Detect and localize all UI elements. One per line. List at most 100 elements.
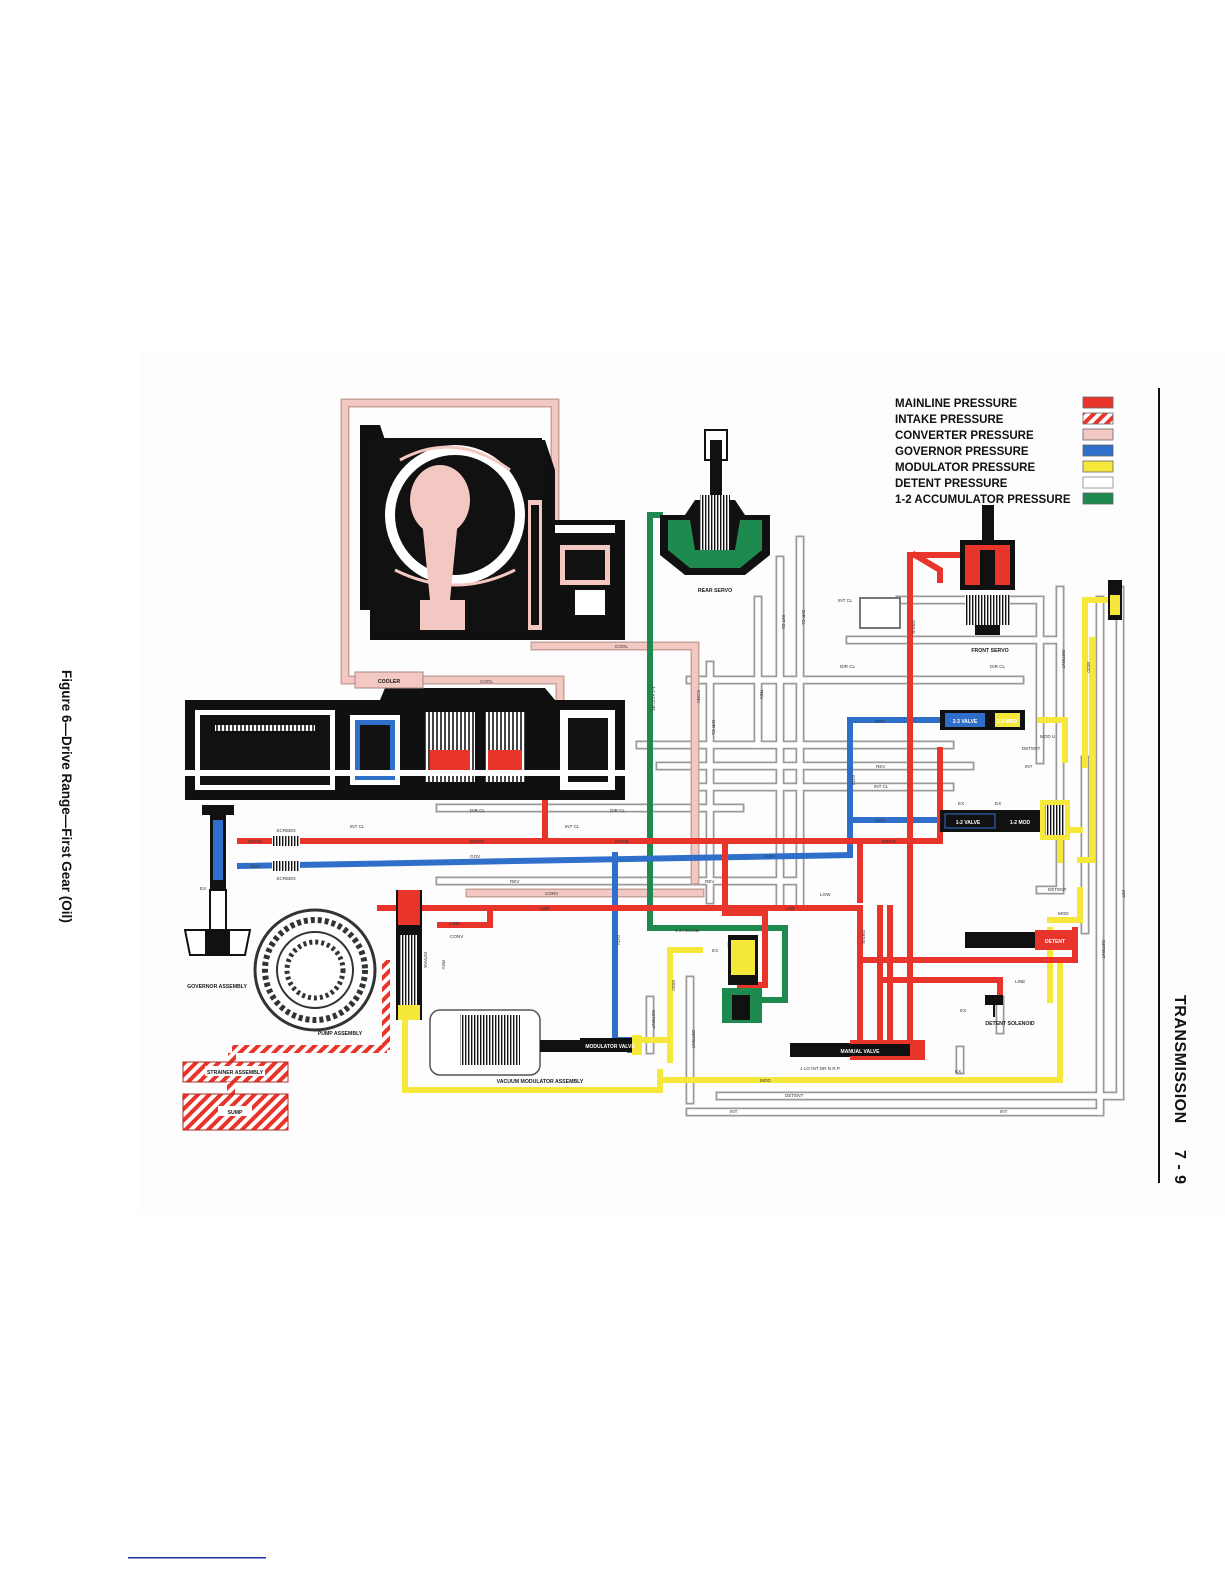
detent-lines <box>435 535 1125 1117</box>
label-cool-2: COOL <box>480 679 493 684</box>
label-detent-vertical-3: DETENT <box>691 1030 696 1049</box>
label-mod-vertical-2: MOD <box>671 980 676 991</box>
label-int-cl-vertical: INT CL <box>781 615 786 630</box>
intake-system: STRAINER ASSEMBLY SUMP <box>182 960 390 1131</box>
label-mod-2: MOD <box>1058 911 1069 916</box>
cooler-label: COOLER <box>378 679 400 685</box>
line-labels: COOL COOL INT CL DIR CL DIR CL DIR CL DI… <box>200 598 1126 1114</box>
strainer-label: STRAINER ASSEMBLY <box>207 1070 264 1076</box>
label-dir-cl-vertical-2: DIR CL <box>711 720 716 736</box>
label-rev-vertical: REV <box>759 690 764 700</box>
accumulator-valve <box>722 935 762 1023</box>
legend-label-governor: GOVERNOR PRESSURE <box>895 446 1029 458</box>
label-mod-u: MOD U <box>1040 734 1055 739</box>
label-drive-1: DRIVE <box>248 839 262 844</box>
manual-valve-label: MANUAL VALVE <box>841 1049 881 1055</box>
label-line-3: LINE <box>785 906 795 911</box>
manual-positions-label: 1 LO INT DR N R P <box>800 1066 840 1071</box>
legend: MAINLINE PRESSURE INTAKE PRESSURE CONVERTE… <box>895 396 1114 506</box>
label-detent-2: DETENT <box>1048 887 1067 892</box>
page-rule <box>1158 388 1160 1183</box>
front-servo-label: FRONT SERVO <box>971 648 1008 654</box>
label-drive-4: DRIVE <box>882 839 896 844</box>
section-title: TRANSMISSION <box>1171 995 1188 1124</box>
label-detent-vertical-2: DETENT <box>1101 940 1106 959</box>
label-intake-vertical: INTAKE <box>423 952 428 968</box>
valve-23: 2-3 VALVE 2-3 MOD <box>940 710 1025 730</box>
legend-label-intake: INTAKE PRESSURE <box>895 414 1004 426</box>
legend-label-detent: DETENT PRESSURE <box>895 478 1008 490</box>
label-conv-2: CONV <box>450 934 464 939</box>
governor-assembly: GOVERNOR ASSEMBLY <box>183 805 252 990</box>
label-gov-vertical-2: GOV <box>616 935 621 946</box>
legend-swatch-accum12 <box>1082 492 1114 505</box>
label-ex-1: EX <box>200 886 206 891</box>
modulator-assembly: MODULATOR VALVE VACUUM MODULATOR ASSEMBL… <box>429 1009 642 1085</box>
screens: SCREEN SCREEN <box>272 828 300 881</box>
sump-label: SUMP <box>228 1110 244 1116</box>
label-int-cl-4: INT CL <box>874 784 889 789</box>
figure-caption: Figure 6—Drive Range—First Gear (Oil) <box>59 670 74 923</box>
legend-swatch-converter <box>1082 428 1114 441</box>
footnote-rule <box>128 1557 266 1559</box>
label-detent-3: DETENT <box>785 1093 804 1098</box>
legend-label-modulator: MODULATOR PRESSURE <box>895 462 1035 474</box>
legend-label-accum12: 1-2 ACCUMULATOR PRESSURE <box>895 494 1071 506</box>
label-ex-6: EX <box>712 948 718 953</box>
label-ex-4: EX <box>958 801 964 806</box>
label-drive-vertical-2: DRIVE <box>861 930 866 944</box>
front-servo: FRONT SERVO <box>960 505 1015 654</box>
label-ex-5: EX <box>995 801 1001 806</box>
label-accum-vertical: 1-2 ACCUM <box>651 686 656 711</box>
screen-label-bottom: SCREEN <box>276 876 295 881</box>
modulator-valve-label: MODULATOR VALVE <box>585 1044 635 1050</box>
valve-23-mod-label: 2-3 MOD <box>997 719 1018 725</box>
label-dir-cl-4: DIR CL <box>610 808 626 813</box>
legend-swatch-mainline <box>1082 396 1114 409</box>
label-gov-5: GOV <box>875 818 886 823</box>
governor-assembly-label: GOVERNOR ASSEMBLY <box>187 984 247 990</box>
legend-swatch-intake <box>1082 412 1114 425</box>
label-int-3: INT <box>1000 1109 1008 1114</box>
label-conv-1: CONV <box>545 891 559 896</box>
label-ex-2: EX <box>960 1008 966 1013</box>
label-cool: COOL <box>615 644 628 649</box>
rear-servo: REAR SERVO <box>660 429 770 594</box>
label-low: LOW <box>820 892 831 897</box>
label-line-4: LINE <box>1015 979 1025 984</box>
label-int-cl-3: INT CL <box>565 824 580 829</box>
pressure-regulator <box>396 890 422 1020</box>
gearbox-section <box>180 688 628 800</box>
pump-assembly: PUMP ASSEMBLY <box>253 908 377 1037</box>
label-drive-vertical: DRIVE <box>911 620 916 634</box>
label-int-1: INT <box>1025 764 1033 769</box>
legend-swatch-governor <box>1082 444 1114 457</box>
label-int-2: INT <box>730 1109 738 1114</box>
legend-swatch-modulator <box>1082 460 1114 473</box>
label-gov-2: GOV <box>470 854 481 859</box>
label-detent-vertical: DETENT <box>1061 650 1066 669</box>
mainline-lines <box>237 550 1078 1043</box>
label-drive-2: DRIVE <box>470 839 484 844</box>
label-int-cl-2: INT CL <box>350 824 365 829</box>
label-dir-cl-2: DIR CL <box>990 664 1006 669</box>
label-gov-3: GOV <box>765 854 776 859</box>
legend-swatch-detent <box>1082 476 1114 489</box>
label-ex-3: EX <box>955 1069 961 1074</box>
detent-solenoid-label: DETENT SOLENOID <box>985 1021 1035 1027</box>
legend-label-converter: CONVERTER PRESSURE <box>895 430 1034 442</box>
legend-label-mainline: MAINLINE PRESSURE <box>895 398 1017 410</box>
label-gov-1: GOV <box>250 864 261 869</box>
rear-servo-label: REAR SERVO <box>698 588 732 594</box>
label-int-cl-1: INT CL <box>838 598 853 603</box>
valve-23-label: 2-3 VALVE <box>953 719 978 725</box>
label-gov-4: GOV <box>875 719 886 724</box>
torque-converter-section <box>360 425 625 640</box>
label-rev-1: REV <box>876 764 886 769</box>
label-dir-cl-vertical: DIR CL <box>801 610 806 626</box>
label-drive-3: DRIVE <box>615 839 629 844</box>
manual-valve: MANUAL VALVE 1 LO INT DR N R P <box>790 1040 925 1071</box>
label-conv-vertical: CONV <box>696 690 701 704</box>
detent-valve: DETENT <box>965 930 1075 950</box>
label-dir-cl-3: DIR CL <box>470 808 486 813</box>
